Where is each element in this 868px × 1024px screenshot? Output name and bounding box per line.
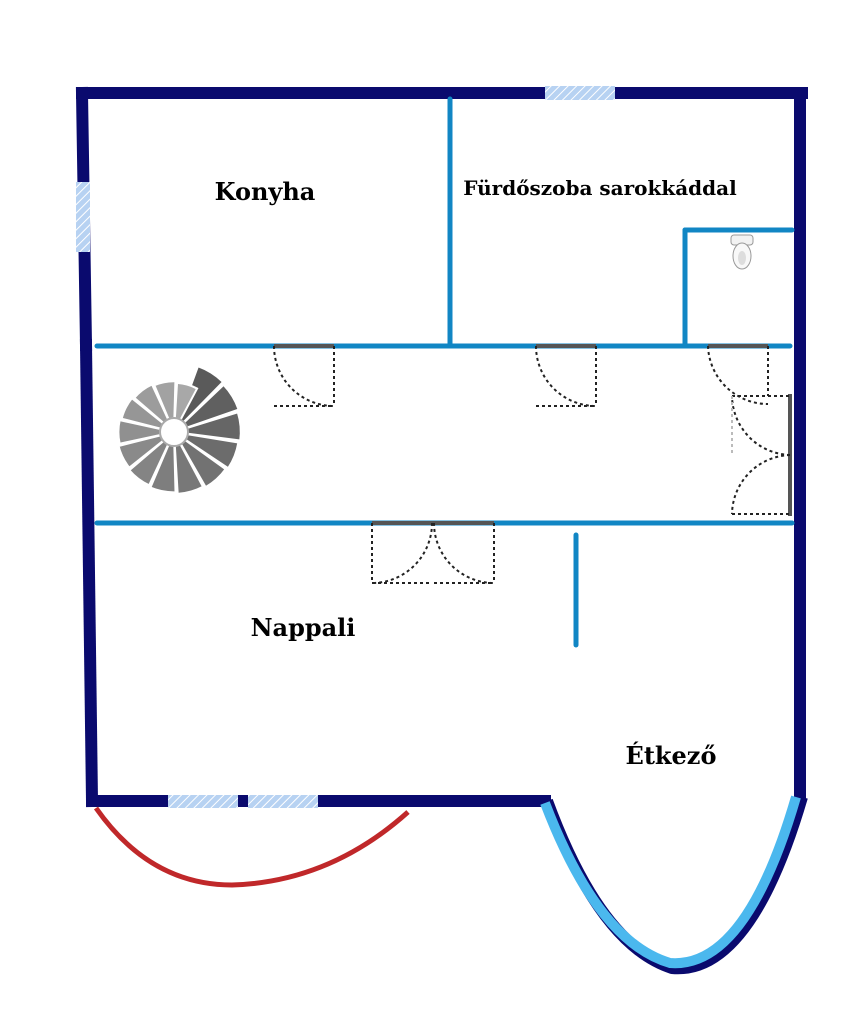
room-label-bathroom: Fürdőszoba sarokkáddal [463,176,737,200]
stair-step [173,381,199,421]
window-left [76,182,90,252]
stair-step [182,383,240,429]
bay-wall [540,795,801,969]
spiral-staircase-icon [117,364,242,495]
stair-step [179,438,228,489]
stair-step [127,439,170,487]
stair-hub [159,417,189,447]
stair-step [120,396,165,430]
outer-wall-left-lower [79,338,99,808]
room-label-living: Nappali [251,613,356,642]
entrance-arc [93,806,410,888]
stair-step [186,411,242,442]
stair-step [117,434,165,470]
door-kitchen [273,344,335,407]
stair-step [184,433,240,470]
window-bottom-2 [248,795,318,808]
stair-step [173,443,205,495]
toilet-icon [730,234,754,270]
door-living-double [371,521,495,584]
door-wc [707,344,769,405]
stair-step [132,383,170,425]
stair-step [177,364,225,424]
outer-walls [75,86,808,808]
stair-step [149,443,177,494]
door-bathroom [535,344,597,407]
window-top [545,86,615,100]
door-right-double [731,394,792,516]
doors [273,344,792,584]
room-label-dining: Étkező [626,741,717,770]
stair-step [152,380,177,421]
window-bottom-1 [168,795,238,808]
stair-step [117,418,162,445]
room-label-kitchen: Konyha [215,177,316,206]
